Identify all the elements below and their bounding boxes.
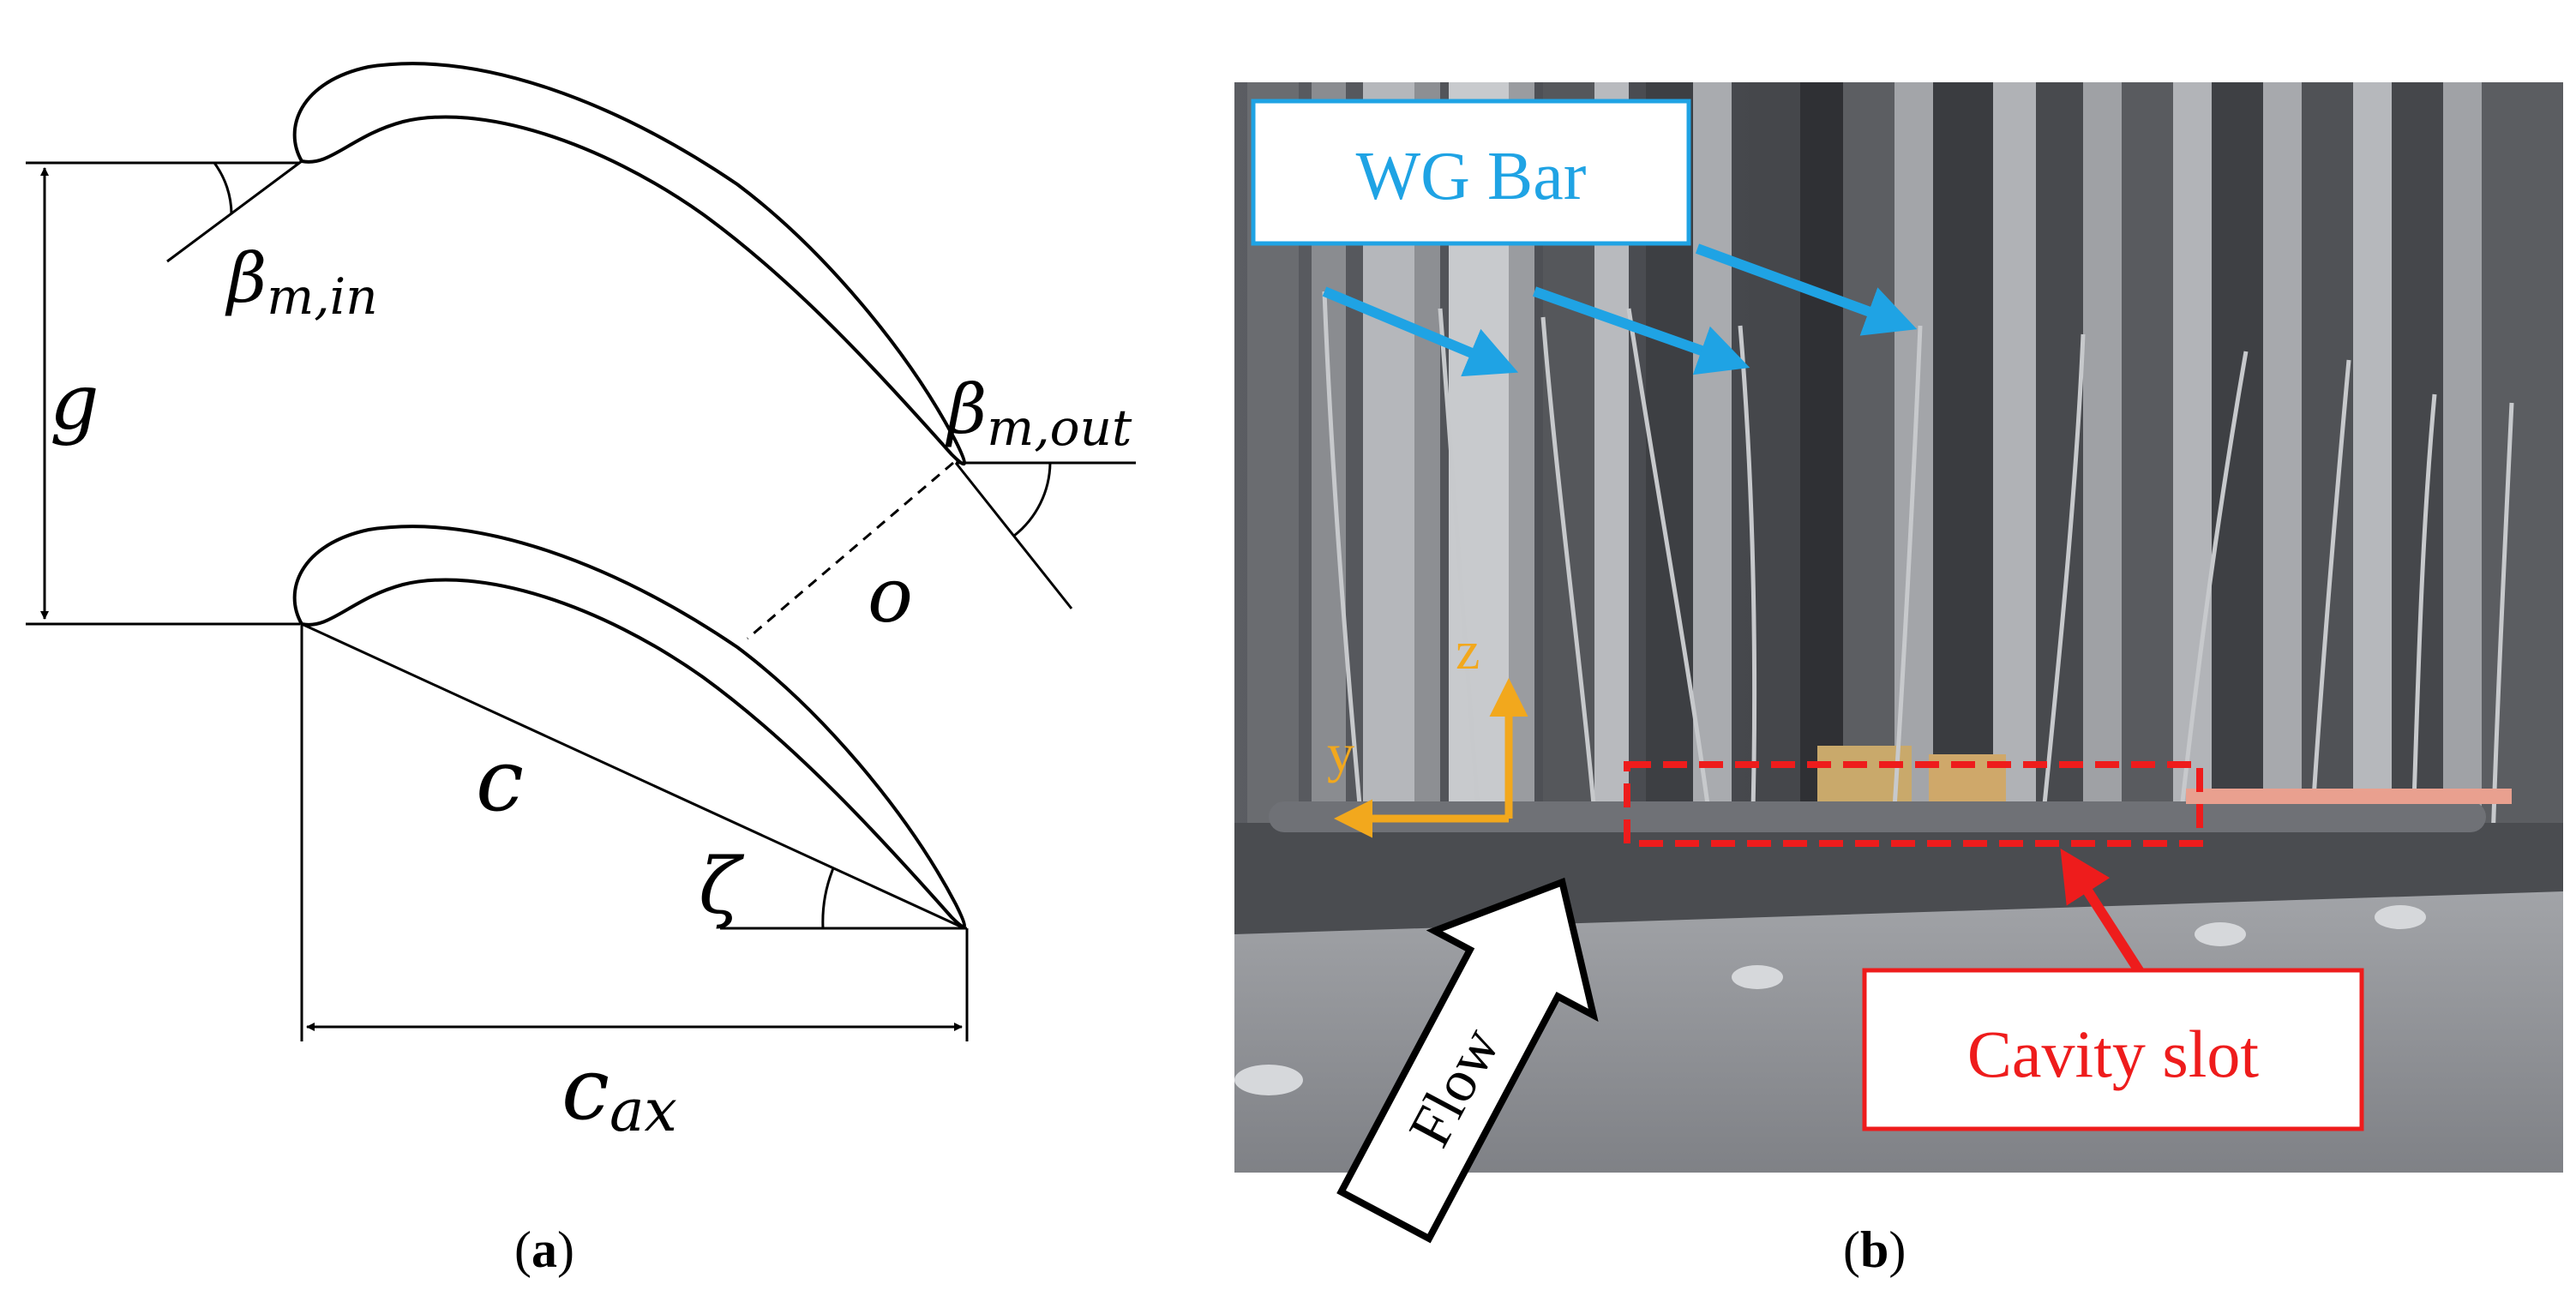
wg-bar-label: WG Bar <box>1356 139 1587 214</box>
wg-bar-arrows <box>1322 243 1918 377</box>
chord-line <box>301 622 965 930</box>
panel-b-photo: WG Bar z y Cavity slot Flow (b) <box>1234 82 2563 1278</box>
panel-a-caption: (a) <box>514 1221 574 1278</box>
floor-marker-4 <box>2375 905 2426 929</box>
inlet-metal-angle-line <box>166 159 303 263</box>
axis-y-label: y <box>1327 723 1354 783</box>
cavity-slot-arrow <box>2060 848 2148 981</box>
outlet-metal-angle-line <box>954 462 1073 609</box>
coordinate-axes <box>1334 678 1528 838</box>
cavity-slot-label-box <box>1862 968 2364 1131</box>
flow-arrow: Flow <box>1336 877 1599 1244</box>
pitch-label: g <box>50 357 99 447</box>
cavity-slot-highlight-box <box>1624 761 2203 847</box>
panel-b-caption: (b) <box>1843 1221 1906 1278</box>
beta-in-label: βm,in <box>225 238 378 326</box>
axial-chord-label: cax <box>561 1039 677 1145</box>
stagger-angle-arc <box>821 867 835 929</box>
axis-z-label: z <box>1456 620 1480 681</box>
blade-cascade <box>1247 82 2563 888</box>
throat-label: o <box>868 551 913 639</box>
lower-blade-profile <box>292 525 966 929</box>
chord-label: c <box>476 730 524 831</box>
cavity-slot-label: Cavity slot <box>1967 1017 2260 1091</box>
wg-bar-label-box <box>1251 99 1691 246</box>
stagger-label: ζ <box>699 842 745 932</box>
floor-marker-3 <box>2195 922 2246 946</box>
upper-blade-profile <box>292 62 966 466</box>
throat-line <box>747 461 954 640</box>
floor-marker-2 <box>1732 965 1783 989</box>
cavity-rod <box>1269 801 2486 832</box>
floor-marker-1 <box>1234 1065 1303 1095</box>
outlet-angle-arc <box>1013 462 1052 537</box>
cavity-highlight <box>2186 789 2512 804</box>
inlet-angle-arc <box>213 162 233 215</box>
panel-a-diagram: βm,in βm,out g o c ζ cax (a) <box>26 62 1136 1278</box>
beta-out-label: βm,out <box>945 369 1132 457</box>
